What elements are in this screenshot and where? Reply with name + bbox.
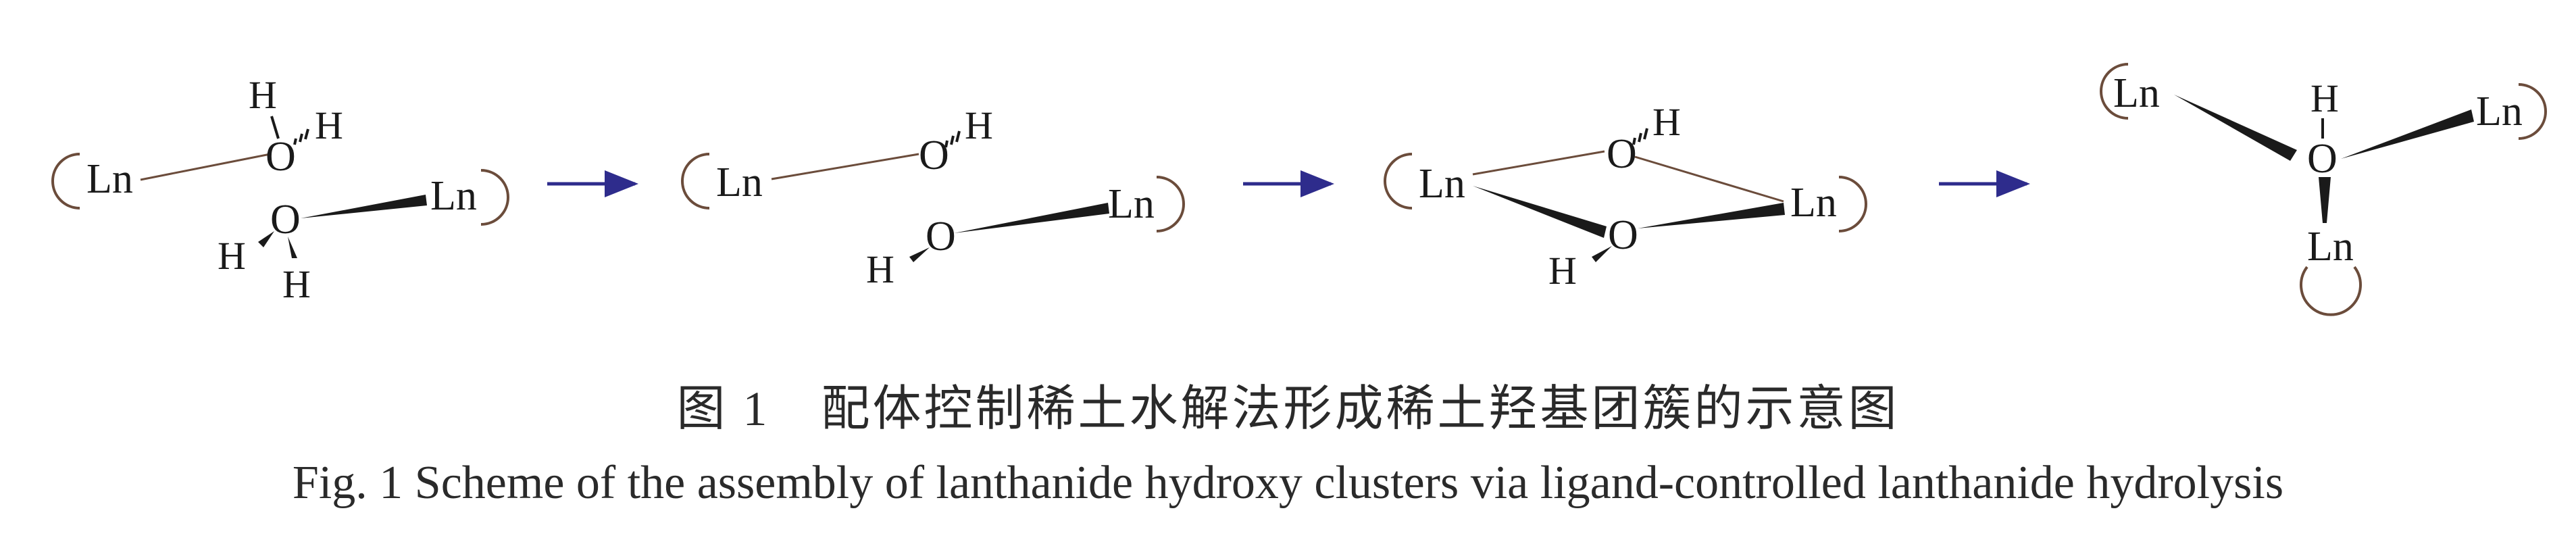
oxygen-atom: O [2307,136,2338,182]
ln-atom: Ln [1419,161,1465,207]
wedge-bond [2319,177,2331,223]
wedge-bond [2341,109,2474,159]
hashed-wedge-bond [1632,128,1648,145]
oxygen-atom: O [266,134,296,180]
structure-4-mu3-hydroxo: Ln H O Ln Ln [2100,63,2547,316]
hydrogen-atom: H [2310,76,2339,120]
ln-atom: Ln [1790,180,1837,226]
ln-atom: Ln [716,159,763,205]
ln-atom: Ln [430,173,477,219]
wedge-bond [1473,186,1607,238]
wedge-bond [301,195,427,218]
ln-coordination-arc [1384,153,1413,210]
oxygen-atom: O [270,197,301,243]
wedge-bond [258,231,274,247]
ln-coordination-arc [2518,83,2547,140]
o-h-bond [270,116,280,139]
oxygen-atom: O [919,132,949,178]
ln-atom: Ln [86,156,133,202]
wedge-bond [954,203,1109,233]
ln-coordination-arc [2300,266,2362,316]
structure-2-hydroxo-intermediate: Ln O H O Ln H [681,103,1185,291]
ln-o-bond [1472,150,1605,176]
structure-3-bridged-dimer: Ln O H O Ln H [1384,100,1867,293]
figure-caption-chinese: 图 1 配体控制稀土水解法形成稀土羟基团簇的示意图 [676,382,1900,436]
hydrogen-atom: H [249,73,277,117]
ln-coordination-arc [681,153,710,210]
figure-caption-english: Fig. 1 Scheme of the assembly of lanthan… [292,457,2284,509]
wedge-bond [1638,203,1785,228]
hashed-wedge-bond [944,130,961,148]
hydrogen-atom: H [866,247,894,291]
assembly-scheme: Ln O H H O Ln H H Ln O H O Ln H [51,63,2547,316]
ln-atom: Ln [1108,181,1155,227]
ln-coordination-arc [1838,176,1867,232]
structure-1-aqua-complex: Ln O H H O Ln H H [51,73,509,306]
oxygen-atom: O [1607,131,1637,177]
hydrogen-atom: H [1548,249,1577,293]
ln-coordination-arc [2100,63,2129,120]
oxygen-atom: O [926,214,956,260]
wedge-bond [288,237,297,258]
ln-coordination-arc [1156,176,1185,232]
hydrogen-atom: H [282,262,311,306]
hydrogen-atom: H [1652,100,1681,144]
ln-atom: Ln [2113,70,2160,116]
oxygen-atom: O [1608,212,1638,258]
ln-o-bond [1634,155,1784,203]
ln-coordination-arc [51,153,80,210]
wedge-bond [909,247,930,262]
wedge-bond [2174,95,2297,161]
ln-o-bond [771,153,919,180]
hydrogen-atom: H [965,103,993,147]
ln-atom: Ln [2307,224,2354,270]
hydrogen-atom: H [218,234,246,278]
ln-atom: Ln [2476,89,2523,134]
wedge-bond [1592,246,1612,262]
hydrogen-atom: H [315,103,343,147]
hashed-wedge-bond [293,128,309,145]
ln-o-bond [140,153,271,181]
ln-coordination-arc [480,169,509,226]
